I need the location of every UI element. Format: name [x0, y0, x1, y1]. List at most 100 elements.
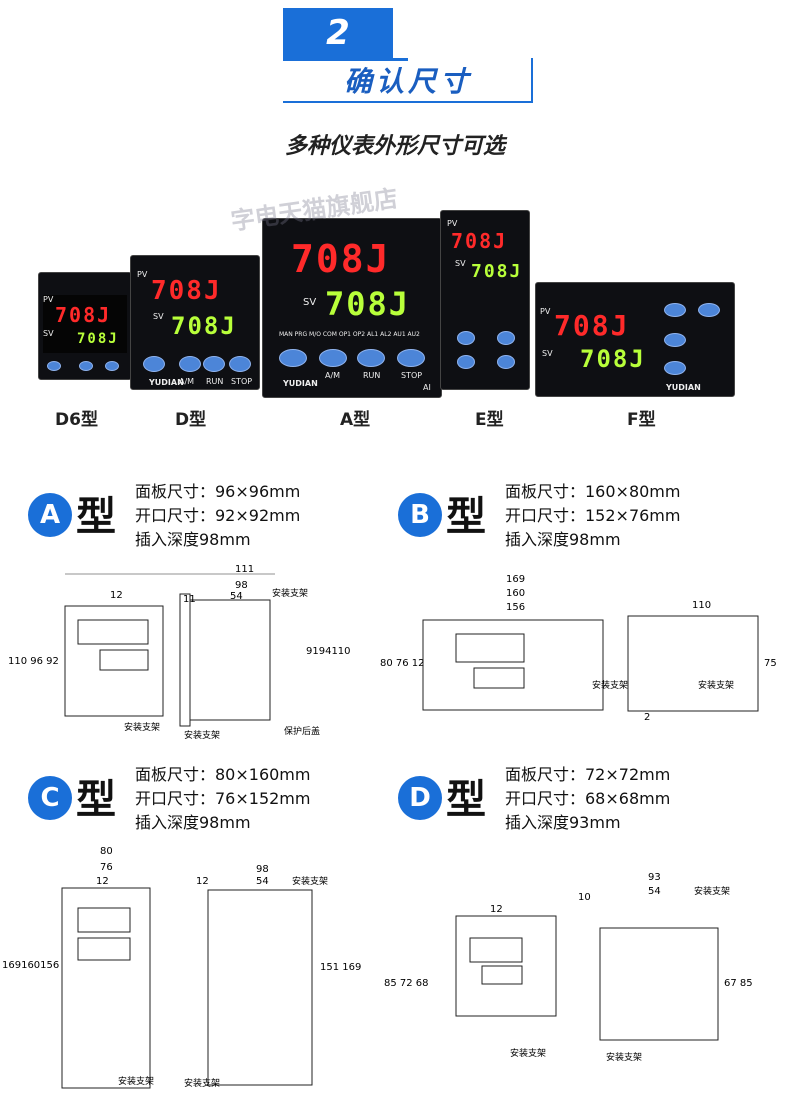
stop-button[interactable]: [497, 355, 515, 369]
run-label: RUN: [363, 371, 381, 380]
panel-size: 面板尺寸：80×160mm: [135, 765, 311, 784]
cutout-size: 开口尺寸：92×92mm: [135, 506, 301, 525]
dim-a-left: 110 96 92: [8, 656, 59, 667]
panel-size: 面板尺寸：96×96mm: [135, 482, 301, 501]
pv-label: PV: [43, 295, 54, 304]
stop-label: STOP: [401, 371, 423, 380]
type-label-d: D型: [175, 410, 207, 430]
indicator-row: MAN PRG M/O COM OP1 OP2 AL1 AL2 AU1 AU2: [279, 331, 420, 338]
a-side-panel: [179, 593, 191, 727]
dim-c-right: 151 169: [320, 962, 361, 973]
up-button[interactable]: [664, 333, 686, 347]
pv-value: 708J: [151, 276, 222, 306]
sv-label: SV: [455, 259, 466, 268]
drawing-d: 12 85 72 68 93 54 10 67 85 安装支架 安装支架 安装支…: [384, 872, 753, 1063]
d-front-outline: [455, 915, 557, 1017]
spec-d: 面板尺寸：72×72mm 开口尺寸：68×68mm 插入深度93mm: [505, 763, 670, 835]
label-bracket: 安装支架: [698, 679, 734, 691]
a-pv-window: [77, 619, 149, 645]
sv-label: SV: [303, 297, 317, 308]
device-f: PV 708J SV 708J YUDIAN: [535, 282, 735, 397]
brand-label: YUDIAN: [666, 383, 701, 392]
type-label-a: A型: [340, 410, 371, 430]
am-button[interactable]: [143, 356, 165, 372]
pv-value: 708J: [451, 229, 508, 253]
down-button[interactable]: [319, 349, 347, 367]
dim-d-right: 67 85: [724, 978, 753, 989]
am-button[interactable]: [664, 303, 686, 317]
pv-label: PV: [447, 219, 458, 228]
d-sv-window: [481, 965, 523, 985]
dim-b-75: 75: [764, 658, 777, 669]
page-title: 确认尺寸: [343, 65, 472, 98]
down-button[interactable]: [179, 356, 201, 372]
label-bracket: 安装支架: [184, 729, 220, 741]
label-bracket: 安装支架: [272, 587, 308, 599]
run-button[interactable]: [357, 349, 385, 367]
badge-c: C: [28, 776, 72, 820]
d-pv-window: [469, 937, 523, 963]
pv-label: PV: [540, 307, 551, 316]
spec-c: 面板尺寸：80×160mm 开口尺寸：76×152mm 插入深度98mm: [135, 763, 310, 835]
dim-b-169: 169: [506, 574, 525, 585]
run-button[interactable]: [664, 361, 686, 375]
dim-a-12: 12: [110, 590, 123, 601]
panel-size: 面板尺寸：72×72mm: [505, 765, 671, 784]
spec-a: 面板尺寸：96×96mm 开口尺寸：92×92mm 插入深度98mm: [135, 480, 300, 552]
sv-value: 708J: [325, 285, 411, 323]
drawing-a: 111 98 54 11 12 110 96 92 9194110 安装支架 安…: [8, 564, 351, 741]
cutout-size: 开口尺寸：152×76mm: [505, 506, 681, 525]
dim-d-left: 85 72 68: [384, 978, 429, 989]
run-button[interactable]: [203, 356, 225, 372]
dim-a-right: 9194110: [306, 646, 351, 657]
dim-a-11: 11: [183, 594, 196, 605]
insert-depth: 插入深度98mm: [135, 530, 251, 549]
label-bracket: 安装支架: [118, 1075, 154, 1087]
a-sv-window: [99, 649, 149, 671]
insert-depth: 插入深度98mm: [505, 530, 621, 549]
dim-d-12: 12: [490, 904, 503, 915]
brand-label: YUDIAN: [283, 379, 318, 388]
dim-b-left: 80 76 12: [380, 658, 425, 669]
c-sv-window: [77, 937, 131, 961]
model-label: AI: [423, 383, 431, 392]
pv-value: 708J: [554, 309, 630, 342]
at-button[interactable]: [698, 303, 720, 317]
a-side-body: [189, 599, 271, 721]
b-pv-window: [455, 633, 525, 663]
device-d6: PV 708J SV 708J: [38, 272, 132, 380]
dim-c-12: 12: [96, 876, 109, 887]
up-button[interactable]: [105, 361, 119, 371]
sv-label: SV: [542, 349, 553, 358]
b-front-outline: [422, 619, 604, 711]
dim-b-160: 160: [506, 588, 525, 599]
am-button[interactable]: [47, 361, 61, 371]
insert-depth: 插入深度98mm: [135, 813, 251, 832]
b-sv-window: [473, 667, 525, 689]
sv-label: SV: [43, 329, 54, 338]
stop-button[interactable]: [229, 356, 251, 372]
spec-b: 面板尺寸：160×80mm 开口尺寸：152×76mm 插入深度98mm: [505, 480, 680, 552]
pv-value: 708J: [55, 303, 112, 327]
label-cover: 保护后盖: [284, 725, 320, 737]
at-button[interactable]: [497, 331, 515, 345]
device-d: PV 708J SV 708J YUDIAN A/M RUN STOP: [130, 255, 260, 390]
xing-c: 型: [76, 776, 116, 823]
down-button[interactable]: [79, 361, 93, 371]
c-front-outline: [61, 887, 151, 1089]
stop-button[interactable]: [397, 349, 425, 367]
dim-c-98: 98: [256, 864, 269, 875]
dim-b-110: 110: [692, 600, 711, 611]
dim-d-54: 54: [648, 886, 661, 897]
xing-d: 型: [446, 776, 486, 823]
dim-a-54: 54: [230, 591, 243, 602]
xing-b: 型: [446, 493, 486, 540]
am-button[interactable]: [279, 349, 307, 367]
pv-label: PV: [137, 270, 148, 279]
am-button[interactable]: [457, 331, 475, 345]
sv-label: SV: [153, 312, 164, 321]
panel-size: 面板尺寸：160×80mm: [505, 482, 681, 501]
dim-d-93: 93: [648, 872, 661, 883]
run-button[interactable]: [457, 355, 475, 369]
b-side-body: [627, 615, 759, 712]
